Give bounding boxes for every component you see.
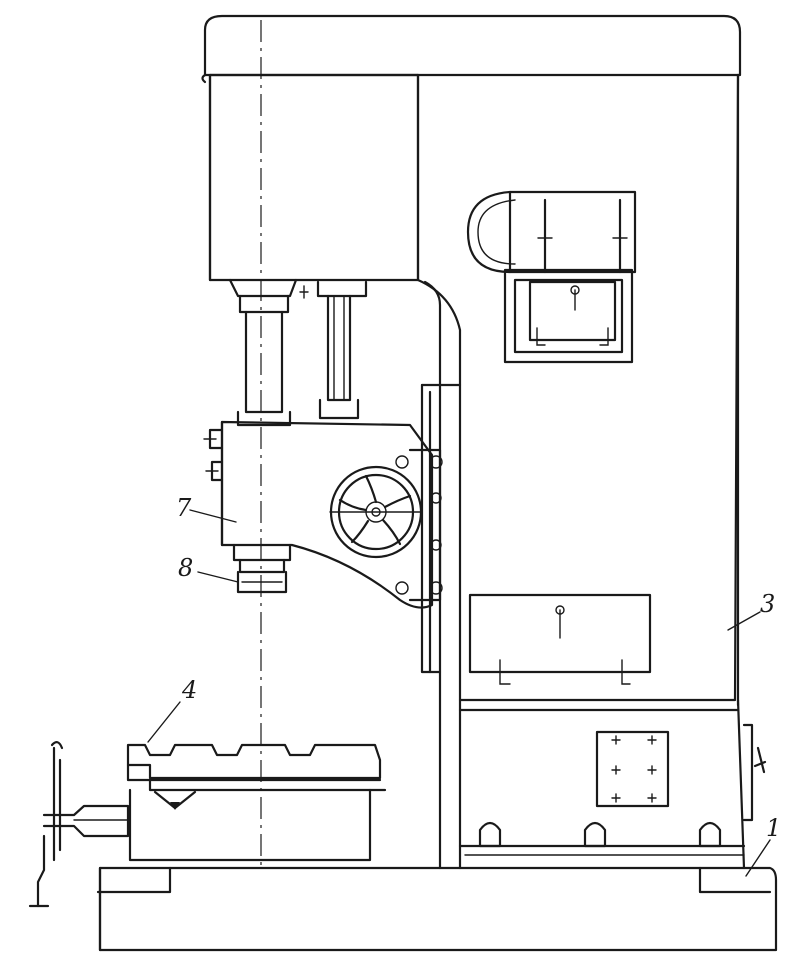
- guide-slide: [408, 383, 462, 674]
- motor: [201, 73, 420, 282]
- base: [96, 866, 778, 952]
- callout-label-1: 1: [766, 814, 781, 842]
- column: [203, 14, 746, 870]
- lower-panel: [478, 723, 767, 848]
- feed-screw: [299, 280, 368, 420]
- work-table: [126, 743, 387, 862]
- upper-cover: [466, 190, 637, 364]
- callout-leaders: [147, 509, 771, 877]
- handwheel: [329, 465, 423, 559]
- table-crank: [28, 741, 130, 908]
- callout-label-7: 7: [176, 494, 192, 522]
- callout-label-4: 4: [181, 676, 197, 704]
- spindle-nose: [232, 543, 292, 594]
- callout-label-8: 8: [178, 554, 193, 582]
- middle-hatch: [468, 593, 652, 685]
- callout-label-3: 3: [760, 590, 775, 618]
- spindle: [228, 278, 298, 427]
- spindle-head: [203, 420, 443, 609]
